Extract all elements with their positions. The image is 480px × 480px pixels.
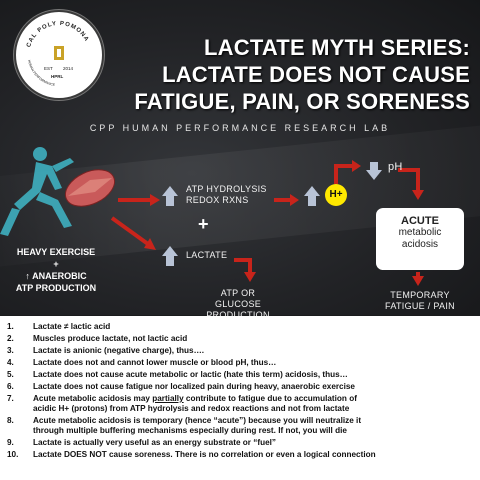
acute-title: ACUTE — [401, 215, 439, 227]
list-item: 1.Lactate ≠ lactic acid — [7, 322, 111, 331]
logo-initials: HPRL — [51, 74, 64, 79]
arrow-right-red-icon — [274, 194, 299, 206]
subtitle: CPP HUMAN PERFORMANCE RESEARCH LAB — [89, 123, 391, 133]
list-item: 9.Lactate is actually very useful as an … — [7, 438, 276, 447]
pathway-arrows — [110, 160, 424, 286]
lactate-label: LACTATE — [186, 250, 228, 260]
logo-top-text: CAL POLY POMONA — [26, 21, 89, 48]
arrow-up-blue-icon — [162, 246, 178, 266]
acute-acidosis-box: ACUTE metabolic acidosis — [376, 208, 464, 270]
page-title: LACTATE MYTH SERIES: LACTATE DOES NOT CA… — [134, 34, 470, 115]
temporary-fatigue-label: TEMPORARY FATIGUE / PAIN — [372, 290, 468, 312]
heavy-exercise-label: HEAVY EXERCISE + ↑ ANAEROBIC ATP PRODUCT… — [8, 246, 104, 294]
ph-label: pH — [388, 161, 403, 173]
title-line-1: LACTATE MYTH SERIES: — [204, 35, 470, 60]
arrow-up-blue-icon — [304, 186, 320, 206]
heavy-plus: + — [53, 259, 59, 269]
acidosis-text: acidosis — [401, 239, 439, 250]
logo-year: 2014 — [63, 66, 74, 71]
big-plus: + — [198, 214, 209, 234]
metabolic-text: metabolic — [398, 227, 442, 238]
logo-est: EST — [44, 66, 53, 71]
arrow-up-right-red-icon — [334, 160, 361, 184]
list-item: 7.Acute metabolic acidosis may partially… — [7, 394, 357, 413]
arrow-down-red-icon — [398, 168, 424, 200]
list-item: 6.Lactate does not cause fatigue nor loc… — [7, 382, 355, 391]
muscle-graphic-icon — [64, 169, 116, 207]
list-item: 4.Lactate does not and cannot lower musc… — [7, 358, 277, 367]
production-text: PRODUCTION — [206, 310, 270, 320]
list-item: 3.Lactate is anionic (negative charge), … — [7, 346, 205, 355]
list-item: 8.Acute metabolic acidosis is temporary … — [7, 416, 362, 435]
list-item: 2.Muscles produce lactate, not lactic ac… — [7, 334, 188, 343]
atp-glucose-label: ATP OR GLUCOSE PRODUCTION — [200, 288, 276, 321]
list-item: 10.Lactate DOES NOT cause soreness. Ther… — [7, 450, 376, 459]
myth-list: 1.Lactate ≠ lactic acid 2.Muscles produc… — [0, 316, 480, 480]
temporary-text: TEMPORARY — [390, 290, 450, 300]
atp-production-text: ATP PRODUCTION — [15, 283, 97, 293]
logo-ring-text: CAL POLY POMONA HUMAN PERFORMANCE RESEAR… — [16, 12, 90, 87]
atp-hydrolysis-label: ATP HYDROLYSIS REDOX RXNS — [186, 184, 267, 206]
anaerobic-text: ↑ ANAEROBIC — [25, 271, 87, 281]
title-line-3: FATIGUE, PAIN, OR SORENESS — [134, 89, 470, 114]
title-line-2: LACTATE DOES NOT CAUSE — [162, 62, 470, 87]
svg-text:CAL POLY POMONA: CAL POLY POMONA — [26, 21, 90, 48]
atp-glucose-text: ATP OR GLUCOSE — [214, 288, 262, 309]
heavy-exercise-text: HEAVY EXERCISE — [16, 247, 96, 257]
arrow-down-blue-icon — [366, 162, 382, 180]
arrow-right-red-icon — [118, 194, 160, 206]
arrow-down-red-icon — [412, 272, 424, 286]
list-item: 5.Lactate does not cause acute metabolic… — [7, 370, 348, 379]
runner-figure-icon — [0, 147, 116, 236]
atp-hydrolysis-text: ATP HYDROLYSIS — [186, 184, 267, 194]
h-plus-badge: H+ — [325, 184, 347, 206]
arrow-up-blue-icon — [162, 186, 178, 206]
arrow-down-red-icon — [234, 258, 256, 282]
lab-logo: CAL POLY POMONA HUMAN PERFORMANCE RESEAR… — [14, 10, 104, 100]
fatigue-pain-text: FATIGUE / PAIN — [385, 301, 455, 311]
redox-text: REDOX RXNS — [186, 195, 249, 205]
arrow-diag-red-icon — [110, 216, 156, 250]
